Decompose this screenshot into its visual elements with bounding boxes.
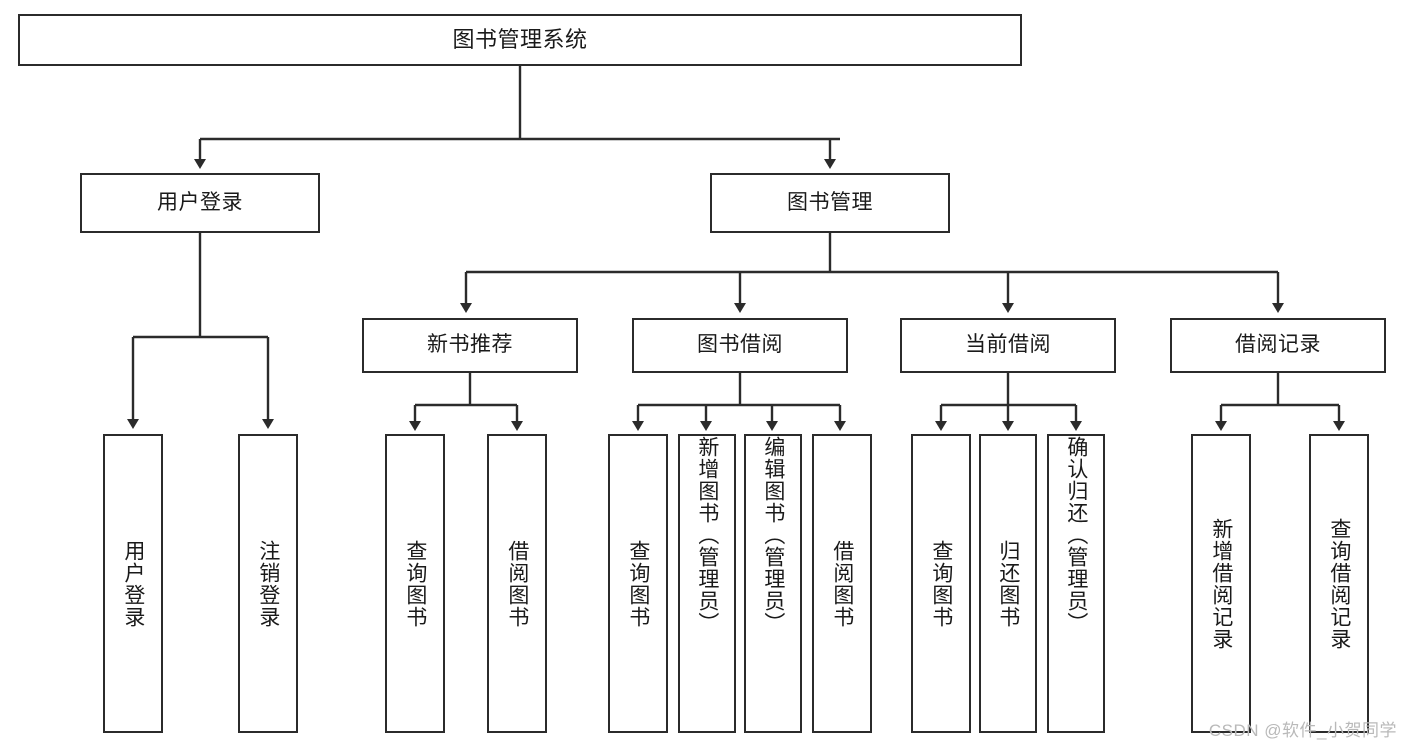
watermark: CSDN @软件_小贺同学 — [1208, 721, 1397, 740]
node-label: 图书借阅 — [697, 333, 783, 357]
node-label: 查询图书 — [929, 539, 953, 628]
node-leaf-query-book-new[interactable]: 查询图书 — [385, 434, 445, 733]
node-label: 借阅记录 — [1235, 333, 1321, 357]
node-label: 新增借阅记录 — [1209, 517, 1233, 650]
node-label: 新书推荐 — [427, 333, 513, 357]
node-leaf-query-borrow-record[interactable]: 查询借阅记录 — [1309, 434, 1369, 733]
node-current-borrow[interactable]: 当前借阅 — [900, 318, 1116, 373]
node-label: 查询图书 — [403, 539, 427, 628]
node-label: 当前借阅 — [965, 333, 1051, 357]
node-leaf-confirm-return-admin[interactable]: 确认归还（管理员） — [1047, 434, 1105, 733]
node-label: 图书管理系统 — [452, 27, 588, 53]
node-borrow-records[interactable]: 借阅记录 — [1170, 318, 1386, 373]
node-label: 注销登录 — [256, 539, 280, 628]
node-label: 借阅图书 — [505, 539, 529, 628]
node-leaf-user-login[interactable]: 用户登录 — [103, 434, 163, 733]
node-label: 编辑图书（管理员） — [761, 436, 785, 634]
node-leaf-borrow-book[interactable]: 借阅图书 — [812, 434, 872, 733]
node-label: 用户登录 — [121, 539, 145, 628]
node-book-management[interactable]: 图书管理 — [710, 173, 950, 233]
node-label: 图书管理 — [787, 190, 873, 214]
node-label: 归还图书 — [996, 539, 1020, 628]
node-leaf-borrow-book-new[interactable]: 借阅图书 — [487, 434, 547, 733]
node-root-system[interactable]: 图书管理系统 — [18, 14, 1022, 66]
node-leaf-edit-book-admin[interactable]: 编辑图书（管理员） — [744, 434, 802, 733]
node-label: 查询借阅记录 — [1327, 517, 1351, 650]
node-leaf-add-borrow-record[interactable]: 新增借阅记录 — [1191, 434, 1251, 733]
node-book-borrow[interactable]: 图书借阅 — [632, 318, 848, 373]
node-label: 用户登录 — [157, 190, 243, 214]
node-leaf-logout[interactable]: 注销登录 — [238, 434, 298, 733]
node-leaf-add-book-admin[interactable]: 新增图书（管理员） — [678, 434, 736, 733]
node-label: 借阅图书 — [830, 539, 854, 628]
node-label: 查询图书 — [626, 539, 650, 628]
node-user-login[interactable]: 用户登录 — [80, 173, 320, 233]
node-label: 新增图书（管理员） — [695, 436, 719, 634]
node-leaf-query-book[interactable]: 查询图书 — [608, 434, 668, 733]
node-new-book-recommend[interactable]: 新书推荐 — [362, 318, 578, 373]
node-leaf-query-book-current[interactable]: 查询图书 — [911, 434, 971, 733]
node-leaf-return-book[interactable]: 归还图书 — [979, 434, 1037, 733]
node-label: 确认归还（管理员） — [1064, 436, 1088, 634]
